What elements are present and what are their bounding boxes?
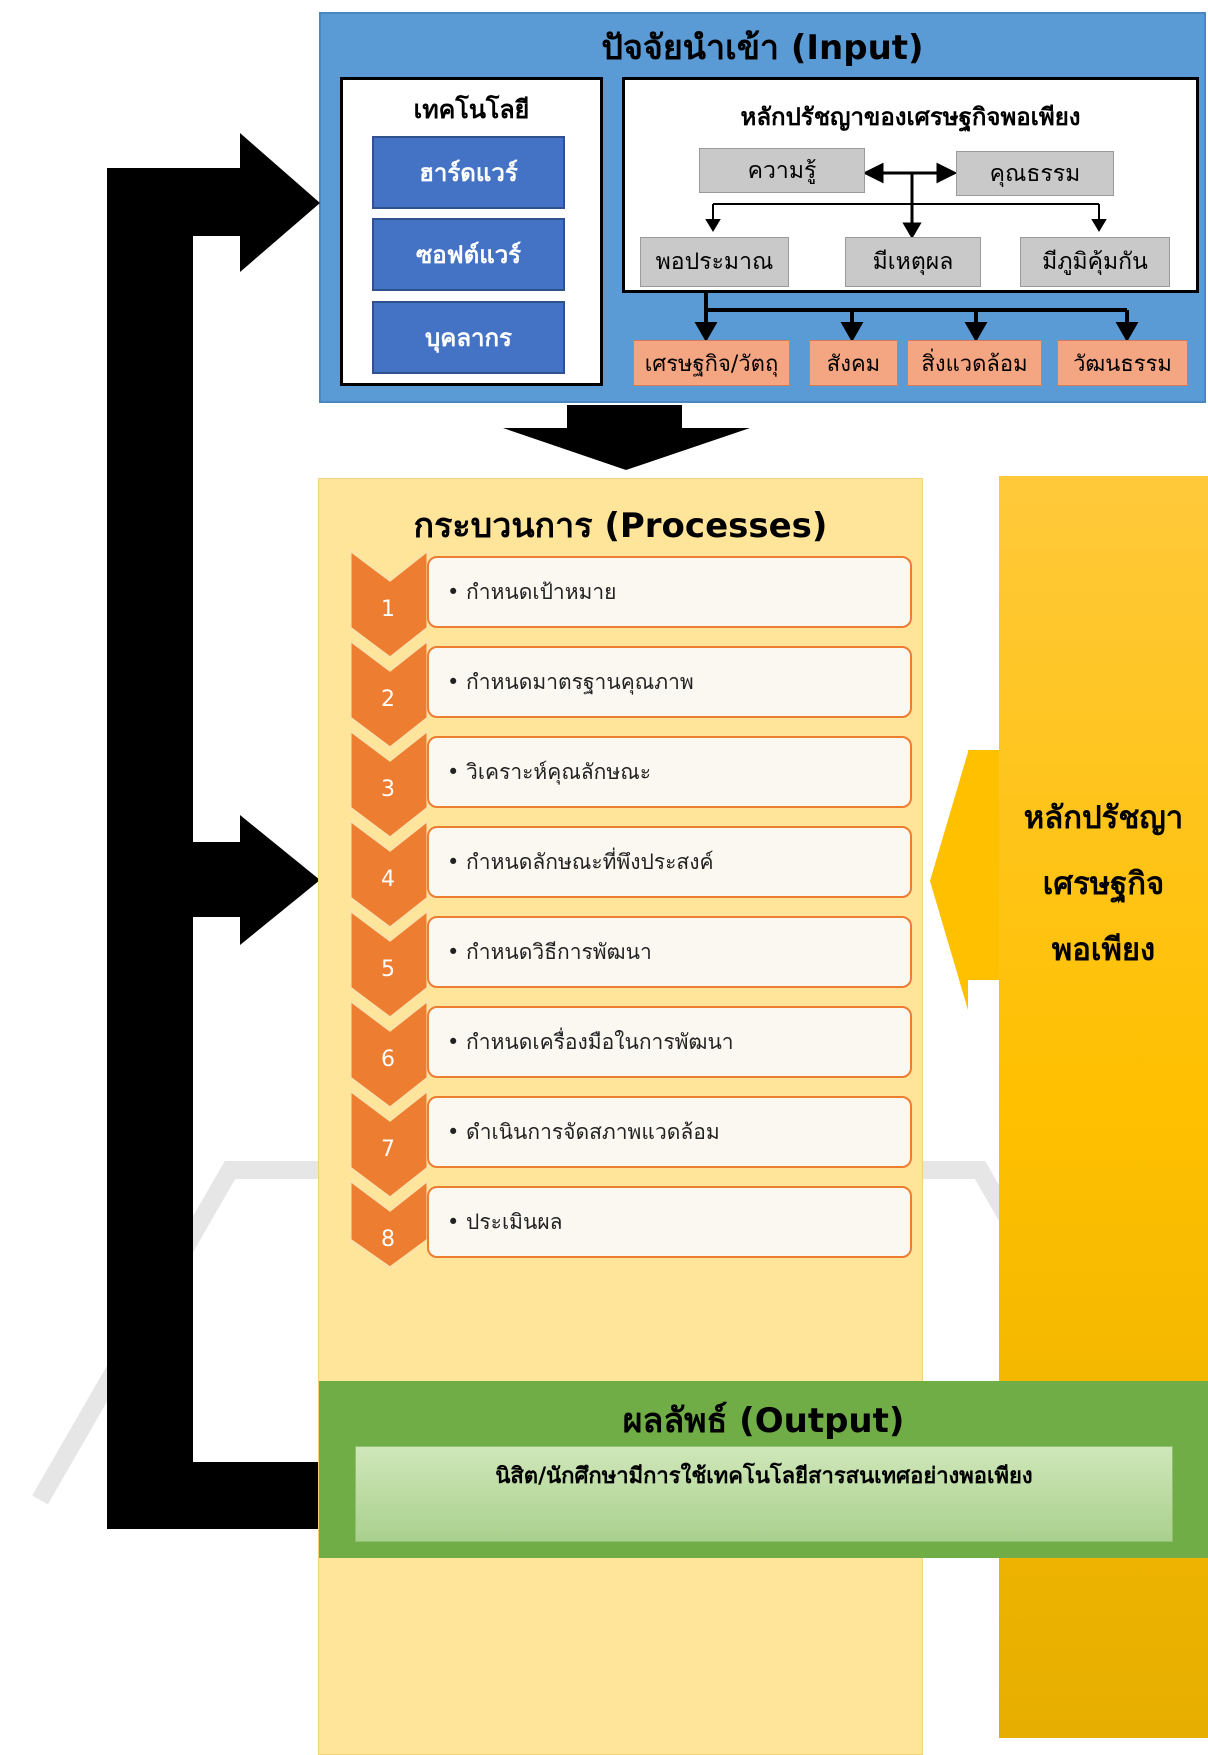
- technology-title: เทคโนโลยี: [413, 95, 530, 124]
- output-result-box: [355, 1446, 1173, 1542]
- step-number-4: 4: [381, 867, 395, 892]
- step-card-6: • กำหนดเครื่องมือในการพัฒนา: [427, 1006, 912, 1078]
- dimension-economy: เศรษฐกิจ/วัตถุ: [633, 340, 790, 386]
- tech-item-personnel: บุคลากร: [372, 301, 565, 374]
- input-title: ปัจจัยนำเข้า (Input): [601, 28, 924, 68]
- step-card-7: • ดำเนินการจัดสภาพแวดล้อม: [427, 1096, 912, 1168]
- step-card-1: • กำหนดเป้าหมาย: [427, 556, 912, 628]
- step-label: • ดำเนินการจัดสภาพแวดล้อม: [447, 1119, 720, 1144]
- step-label: • กำหนดเป้าหมาย: [447, 579, 617, 604]
- step-card-8: • ประเมินผล: [427, 1186, 912, 1258]
- step-number-1: 1: [381, 597, 395, 622]
- step-label: • กำหนดเครื่องมือในการพัฒนา: [447, 1029, 734, 1054]
- tech-item-hardware: ฮาร์ดแวร์: [372, 136, 565, 209]
- principle-immunity: มีภูมิคุ้มกัน: [1020, 237, 1170, 287]
- step-label: • วิเคราะห์คุณลักษณะ: [447, 759, 651, 784]
- step-number-7: 7: [381, 1137, 395, 1162]
- step-card-3: • วิเคราะห์คุณลักษณะ: [427, 736, 912, 808]
- step-label: • กำหนดมาตรฐานคุณภาพ: [447, 669, 694, 694]
- principle-reasonableness: มีเหตุผล: [845, 237, 981, 287]
- dimension-culture: วัฒนธรรม: [1057, 340, 1188, 386]
- step-number-8: 8: [381, 1227, 395, 1252]
- step-label: • กำหนดวิธีการพัฒนา: [447, 939, 652, 964]
- flow-arrows: [107, 133, 1000, 1529]
- output-title: ผลลัพธ์ (Output): [622, 1401, 905, 1441]
- sufficiency-line-2: เศรษฐกิจ: [1042, 866, 1165, 902]
- output-result-text: นิสิต/นักศึกษามีการใช้เทคโนโลยีสารสนเทศอ…: [495, 1464, 1033, 1489]
- philosophy-connectors: [694, 162, 1139, 343]
- step-number-3: 3: [381, 777, 395, 802]
- step-number-6: 6: [381, 1047, 395, 1072]
- dimension-society: สังคม: [809, 340, 898, 386]
- step-card-2: • กำหนดมาตรฐานคุณภาพ: [427, 646, 912, 718]
- condition-knowledge: ความรู้: [699, 148, 865, 193]
- sufficiency-line-3: พอเพียง: [1051, 932, 1156, 968]
- tech-item-software: ซอฟต์แวร์: [372, 218, 565, 291]
- step-card-4: • กำหนดลักษณะที่พึงประสงค์: [427, 826, 912, 898]
- sufficiency-line-1: หลักปรัชญา: [1023, 800, 1184, 836]
- philosophy-title: หลักปรัชญาของเศรษฐกิจพอเพียง: [740, 103, 1081, 131]
- step-number-5: 5: [381, 957, 395, 982]
- process-title: กระบวนการ (Processes): [413, 506, 828, 546]
- step-card-5: • กำหนดวิธีการพัฒนา: [427, 916, 912, 988]
- step-chevrons: [350, 550, 430, 1270]
- condition-virtue: คุณธรรม: [956, 151, 1114, 196]
- step-number-2: 2: [381, 687, 395, 712]
- step-label: • กำหนดลักษณะที่พึงประสงค์: [447, 849, 714, 874]
- dimension-environment: สิ่งแวดล้อม: [907, 340, 1042, 386]
- principle-moderation: พอประมาณ: [640, 237, 789, 287]
- step-label: • ประเมินผล: [447, 1209, 563, 1234]
